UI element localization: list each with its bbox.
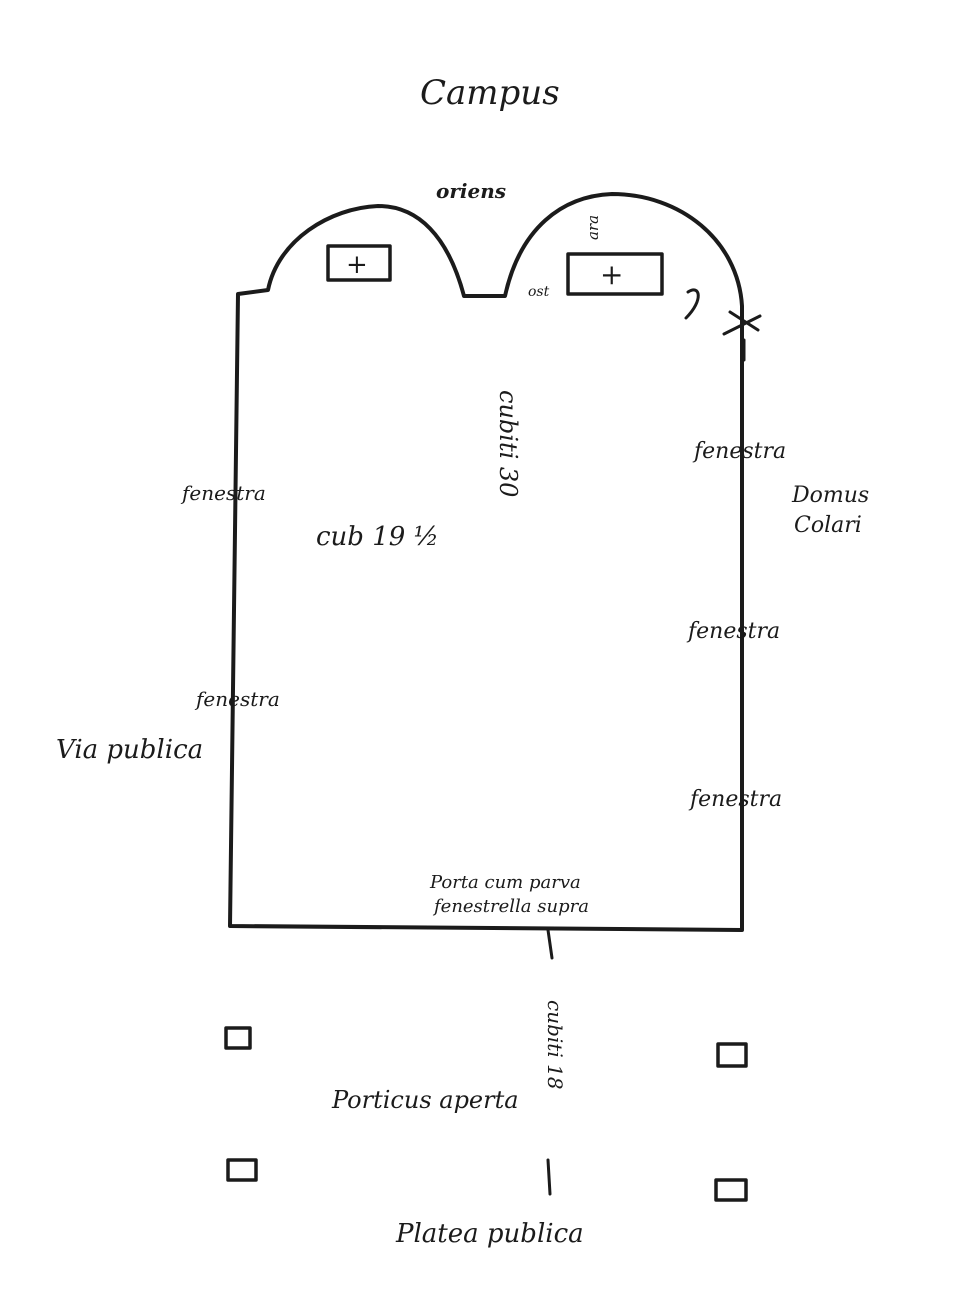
window-left-1: fenestra	[180, 481, 266, 505]
window-right-2: fenestra	[686, 619, 780, 644]
portico-pier-se	[714, 1178, 748, 1202]
neighbor-label-1: Domus	[791, 483, 869, 508]
apse-hook-mark	[684, 288, 700, 320]
title-campus: Campus	[420, 73, 560, 113]
label-oriens: oriens	[436, 179, 506, 203]
door-note: ost	[528, 284, 550, 300]
entrance-note-1: Porta cum parva	[429, 872, 581, 893]
entrance-note-2: fenestrella supra	[432, 896, 589, 917]
window-left-2: fenestra	[194, 687, 280, 711]
window-right-1: fenestra	[692, 439, 786, 464]
window-right-3: fenestra	[688, 787, 782, 812]
portico-axis-tick	[546, 1158, 552, 1196]
portico-pier-ne	[716, 1042, 748, 1068]
altar-left-cross: +	[346, 250, 368, 280]
altar-left	[326, 244, 392, 282]
nave-length: cubiti 30	[494, 390, 522, 497]
neighbor-label-2: Colari	[794, 513, 862, 538]
portico-pier-sw	[226, 1158, 258, 1182]
corner-mark	[722, 310, 762, 362]
altar-right	[566, 252, 664, 296]
altar-right-cross: +	[600, 258, 623, 291]
nave-width: cub 19 ½	[316, 522, 439, 552]
street-label: Via publica	[56, 735, 203, 765]
square-label: Platea publica	[395, 1219, 584, 1249]
apse-note: ara	[584, 215, 602, 240]
portico-pier-nw	[224, 1026, 252, 1050]
portico-length: cubiti 18	[543, 1000, 567, 1090]
portico-label: Porticus aperta	[331, 1086, 519, 1114]
church-outline	[228, 192, 744, 932]
entrance-tick	[546, 928, 554, 960]
